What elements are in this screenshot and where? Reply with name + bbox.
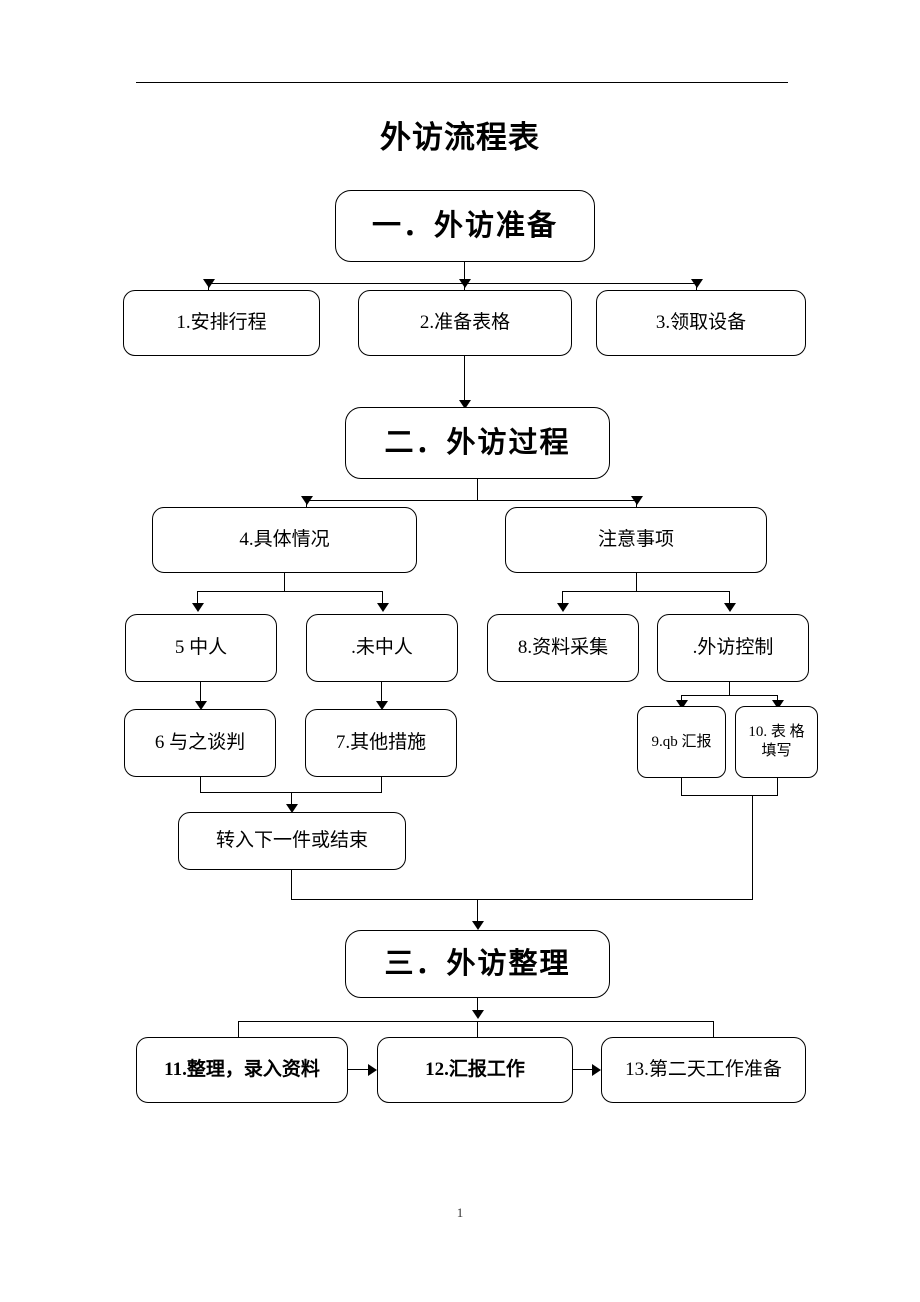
branch-box-detail[interactable]: 4.具体情况: [152, 507, 417, 573]
arrow-to-step-2: [459, 279, 471, 288]
connector-stage3-down: [477, 998, 479, 1014]
connector-detail-left: [197, 591, 199, 605]
connector-12-to-13: [573, 1069, 592, 1071]
child-box-in-contact[interactable]: 5 中人: [125, 614, 277, 682]
page-number: 1: [456, 1205, 464, 1220]
connector-detail-down: [284, 573, 286, 592]
connector-6-merge-up: [200, 777, 202, 793]
arrow-to-grandchild-10: [772, 700, 784, 709]
connector-5-to-6: [200, 682, 202, 705]
arrow-to-child-8: [557, 603, 569, 612]
connector-7-parent: [381, 682, 383, 705]
final-step-box-organize[interactable]: 11.整理，录入资料: [136, 1037, 348, 1103]
header-rule: [136, 82, 788, 83]
arrow-to-step-1: [203, 279, 215, 288]
grandchild-box-form-fill[interactable]: 10. 表 格 填写: [735, 706, 818, 778]
connector-detail-right: [382, 591, 384, 605]
connector-9-merge-up: [681, 778, 683, 796]
connector-control-right: [777, 695, 779, 704]
connector-control-bus: [681, 695, 778, 697]
stage-box-1[interactable]: 一．外访准备: [335, 190, 595, 262]
connector-notes-bus: [562, 591, 730, 593]
connector-stage3-bus: [238, 1021, 714, 1023]
connector-910-long-down: [752, 795, 754, 900]
arrow-12-to-13: [592, 1064, 601, 1076]
child-box-data-collection[interactable]: 8.资料采集: [487, 614, 639, 682]
connector-stage3-right: [713, 1021, 715, 1038]
arrow-to-branch-right: [631, 496, 643, 505]
connector-notes-down: [636, 573, 638, 592]
branch-box-notes[interactable]: 注意事项: [505, 507, 767, 573]
arrow-to-child-5: [192, 603, 204, 612]
connector-11-to-12: [348, 1069, 369, 1071]
connector-stage3-left: [238, 1021, 240, 1038]
connector-stage3-merge-bus: [291, 899, 753, 901]
connector-step2-to-stage2: [464, 356, 466, 402]
arrow-11-to-12: [368, 1064, 377, 1076]
final-step-box-next-day[interactable]: 13.第二天工作准备: [601, 1037, 806, 1103]
arrow-to-stage-2: [459, 400, 471, 409]
arrow-to-child-9: [724, 603, 736, 612]
connector-stage1-down: [464, 262, 466, 284]
connector-terminal-down: [291, 870, 293, 900]
arrow-to-branch-left: [301, 496, 313, 505]
connector-notes-left: [562, 591, 564, 605]
arrow-to-grandchild-9: [676, 700, 688, 709]
arrow-to-step-3: [691, 279, 703, 288]
stage-box-3[interactable]: 三．外访整理: [345, 930, 610, 998]
step-box-3[interactable]: 3.领取设备: [596, 290, 806, 356]
connector-stage1-bus: [208, 283, 697, 285]
connector-detail-bus: [197, 591, 383, 593]
connector-control-down: [729, 682, 731, 696]
connector-stage3-merge-down: [477, 899, 479, 925]
child-box-visit-control[interactable]: .外访控制: [657, 614, 809, 682]
child-box-not-in-contact[interactable]: .未中人: [306, 614, 458, 682]
arrow-stage3-bus: [472, 1010, 484, 1019]
step-box-1[interactable]: 1.安排行程: [123, 290, 320, 356]
arrow-to-grandchild-6: [195, 701, 207, 710]
arrow-to-terminal: [286, 804, 298, 813]
final-step-box-report[interactable]: 12.汇报工作: [377, 1037, 573, 1103]
connector-7-merge-up: [381, 777, 383, 793]
grandchild-box-negotiate[interactable]: 6 与之谈判: [124, 709, 276, 777]
arrow-to-child-6: [377, 603, 389, 612]
connector-stage3-mid: [477, 1021, 479, 1038]
stage-box-2[interactable]: 二．外访过程: [345, 407, 610, 479]
connector-10-merge-up: [777, 778, 779, 796]
connector-stage2-down: [477, 479, 479, 501]
page-title: 外访流程表: [380, 120, 540, 155]
terminal-box-next-or-end[interactable]: 转入下一件或结束: [178, 812, 406, 870]
grandchild-box-qb-report[interactable]: 9.qb 汇报: [637, 706, 726, 778]
arrow-to-stage-3: [472, 921, 484, 930]
connector-control-left: [681, 695, 683, 704]
connector-67-merge-down: [291, 792, 293, 808]
arrow-to-grandchild-7: [376, 701, 388, 710]
connector-910-merge-bus: [681, 795, 778, 797]
grandchild-box-other-measures[interactable]: 7.其他措施: [305, 709, 457, 777]
connector-stage2-bus: [306, 500, 637, 502]
step-box-2[interactable]: 2.准备表格: [358, 290, 572, 356]
connector-notes-right: [729, 591, 731, 605]
